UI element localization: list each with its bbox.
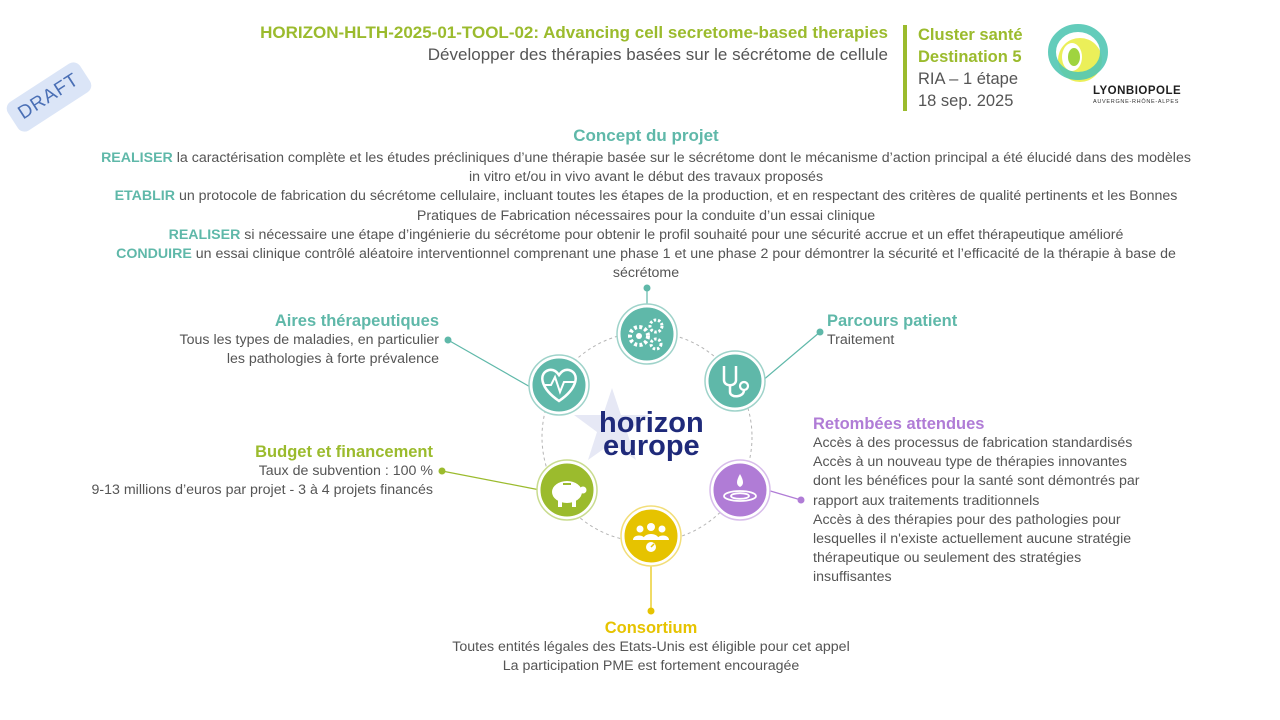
parcours-block: Parcours patient Traitement [827,312,957,350]
consortium-block: Consortium Toutes entités légales des Et… [0,619,1280,676]
piggy-bank-icon [536,459,598,521]
consortium-text: La participation PME est fortement encou… [502,658,800,675]
stethoscope-icon [704,350,766,412]
consortium-title: Consortium [604,619,698,637]
deadline-date: 18 sep. 2025 [918,92,1014,110]
consortium-text: Toutes entités légales des Etats-Unis es… [452,639,850,655]
concept-item: CONDUIRE un essai clinique contrôlé aléa… [116,246,1176,282]
retombees-line: thérapeutique ou seulement des stratégie… [813,550,1082,567]
parcours-title: Parcours patient [827,312,958,330]
retombees-line: Accès à des thérapies pour des pathologi… [813,511,1121,528]
logo-text: LYONBIOPOLE [1093,85,1182,97]
retombees-block: Retombées attendues Accès à des processu… [813,415,1140,588]
logo-subtext: AUVERGNE-RHÔNE-ALPES [1093,99,1180,105]
droplet-icon [709,459,771,521]
retombees-line: lesquelles il n'existe actuellement aucu… [813,531,1132,548]
budget-block: Budget et financement Taux de subvention… [92,443,433,500]
cluster-name: Cluster santé [918,26,1023,44]
destination: Destination 5 [918,48,1022,66]
team-icon [620,505,682,567]
concept-item: REALISER la caractérisation complète et … [101,150,1191,186]
retombees-line: dont les bénéfices pour la santé sont dé… [813,473,1140,490]
aires-text: les pathologies à forte prévalence [226,351,439,368]
gears-icon [616,303,678,365]
heart-pulse-icon [528,354,590,416]
budget-text: Taux de subvention : 100 % [258,463,433,479]
aires-block: Aires thérapeutiques Tous les types de m… [180,312,439,369]
horizon-europe-line2: europe [603,430,700,462]
budget-text: 9-13 millions d’euros par projet - 3 à 4… [91,482,433,499]
call-title: HORIZON-HLTH-2025-01-TOOL-02: Advancing … [260,23,888,42]
retombees-line: Accès à des processus de fabrication sta… [813,435,1133,451]
concept-item: ETABLIR un protocole de fabrication du s… [114,188,1178,224]
call-subtitle: Développer des thérapies basées sur le s… [427,45,888,64]
retombees-line: Accès à un nouveau type de thérapies inn… [813,454,1127,471]
retombees-line: insuffisantes [813,569,892,586]
retombees-title: Retombées attendues [813,415,985,433]
parcours-text: Traitement [827,332,895,348]
aires-text: Tous les types de maladies, en particuli… [179,332,439,348]
star-icon [574,388,650,460]
header-divider [903,25,907,111]
concept-item: REALISER si nécessaire une étape d’ingén… [168,226,1124,243]
budget-title: Budget et financement [255,443,433,461]
retombees-line: rapport aux traitements traditionnels [813,492,1040,509]
concept-text: REALISER la caractérisation complète et … [100,149,1192,283]
lyonbiopole-logo [1048,24,1108,82]
cluster-info: Cluster santé Destination 5 RIA – 1 étap… [918,24,1023,112]
action-type: RIA – 1 étape [918,70,1018,88]
aires-title: Aires thérapeutiques [274,312,439,330]
concept-title: Concept du projet [573,126,719,145]
horizon-europe-line1: horizon [599,407,704,439]
